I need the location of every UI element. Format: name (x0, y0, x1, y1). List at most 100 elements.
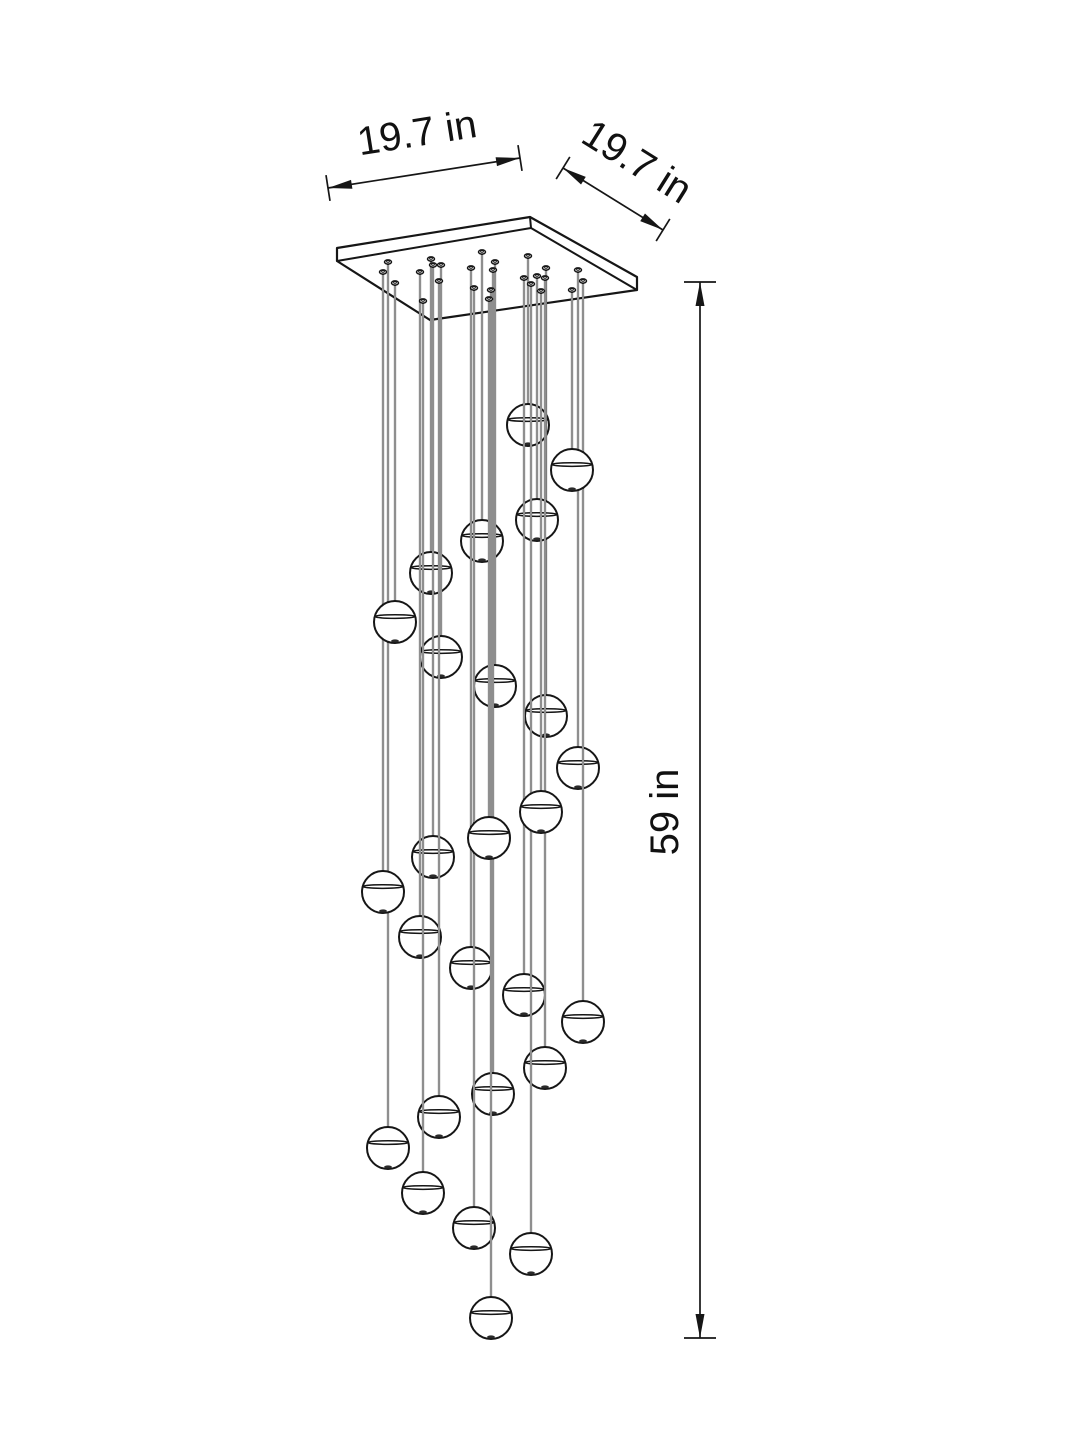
globe-sphere (523, 1046, 567, 1090)
globe-equator-band (470, 1310, 512, 1316)
canopy-grommet-hole (491, 268, 495, 271)
canopy-edge (529, 216, 532, 229)
globe-bottom-cap (579, 1039, 587, 1043)
canopy-grommet-hole (418, 270, 422, 273)
dimension-arrowhead (495, 157, 520, 167)
pendant (401, 298, 445, 1215)
globe-equator-band (520, 804, 562, 810)
canopy-grommet-hole (539, 289, 543, 292)
dimension-arrowhead (695, 282, 705, 306)
canopy-grommet-hole (493, 260, 497, 263)
globe-bottom-cap (391, 639, 399, 643)
globe-equator-band (374, 614, 416, 620)
pendant (366, 259, 410, 1170)
canopy-grommet-hole (529, 282, 533, 285)
globe-sphere (556, 746, 600, 790)
globe-sphere (361, 870, 405, 914)
globe-equator-band (524, 1060, 566, 1066)
canopy-grommet (477, 249, 487, 255)
canopy-grommet-hole (421, 299, 425, 302)
height-dimension-label: 59 in (643, 769, 687, 856)
dimension-arrowhead (640, 213, 663, 230)
pendant (417, 278, 461, 1139)
globe-bottom-cap (470, 1245, 478, 1249)
globe-sphere (471, 1072, 515, 1116)
globe-sphere (561, 1000, 605, 1044)
canopy-grommet-hole (487, 297, 491, 300)
globe-equator-band (412, 849, 454, 855)
canopy-grommet-hole (543, 276, 547, 279)
globe-bottom-cap (574, 785, 582, 789)
canopy-grommet-hole (489, 288, 493, 291)
globe-equator-band (461, 533, 503, 539)
globe-equator-band (367, 1140, 409, 1146)
depth-dimension-label: 19.7 in (574, 111, 699, 212)
globe-bottom-cap (487, 1335, 495, 1339)
canopy-grommet-hole (581, 279, 585, 282)
height-dimension (684, 281, 716, 1339)
canopy-edge (530, 227, 638, 291)
globe-equator-band (453, 1220, 495, 1226)
canopy-grommet-hole (381, 270, 385, 273)
width-dimension (325, 145, 523, 201)
globe-sphere (519, 790, 563, 834)
canopy-grommet-hole (570, 288, 574, 291)
depth-dimension (555, 156, 671, 242)
canopy-grommet-hole (429, 257, 433, 260)
pendant (452, 285, 496, 1250)
canopy-grommet-hole (393, 281, 397, 284)
globe-equator-band (468, 830, 510, 836)
pendant (509, 281, 553, 1276)
pendant (502, 275, 546, 1017)
globe-sphere (366, 1126, 410, 1170)
canopy-grommet-hole (480, 250, 484, 253)
globe-sphere (502, 973, 546, 1017)
dimension-line (327, 157, 521, 189)
globe-equator-band (551, 462, 593, 468)
width-dimension-label: 19.7 in (354, 102, 480, 164)
dimension-annotations (325, 145, 716, 1339)
pendant (467, 296, 511, 860)
globe-bottom-cap (384, 1165, 392, 1169)
globe-sphere (449, 946, 493, 990)
globe-sphere (409, 551, 453, 595)
globe-bottom-cap (429, 874, 437, 878)
globe-bottom-cap (533, 537, 541, 541)
pendant (550, 287, 594, 492)
globe-bottom-cap (435, 1134, 443, 1138)
globe-equator-band (402, 1185, 444, 1191)
globe-sphere (506, 403, 550, 447)
pendant (561, 278, 605, 1044)
globe-bottom-cap (419, 1210, 427, 1214)
globe-sphere (417, 1095, 461, 1139)
globe-sphere (401, 1171, 445, 1215)
canopy-grommet-hole (439, 263, 443, 266)
globe-sphere (411, 835, 455, 879)
pendant (556, 267, 600, 790)
globe-bottom-cap (527, 1271, 535, 1275)
canopy-grommet-hole (469, 266, 473, 269)
canopy-grommet-hole (437, 279, 441, 282)
globe-equator-band (410, 565, 452, 571)
dimension-arrowhead (328, 179, 353, 189)
globe-equator-band (562, 1014, 604, 1020)
globe-sphere (373, 600, 417, 644)
globe-sphere (550, 448, 594, 492)
pendant (398, 269, 442, 959)
pendant (473, 259, 517, 708)
globe-bottom-cap (379, 909, 387, 913)
globe-bottom-cap (485, 855, 493, 859)
pendant (515, 273, 559, 542)
globe-bottom-cap (537, 829, 545, 833)
pendant (373, 280, 417, 644)
globe-equator-band (362, 884, 404, 890)
pendant (361, 269, 405, 914)
pendant (471, 267, 515, 1116)
globe-sphere (419, 635, 463, 679)
globe-sphere (469, 1296, 513, 1340)
globe-sphere (452, 1206, 496, 1250)
globe-sphere (467, 816, 511, 860)
globe-equator-band (516, 512, 558, 518)
